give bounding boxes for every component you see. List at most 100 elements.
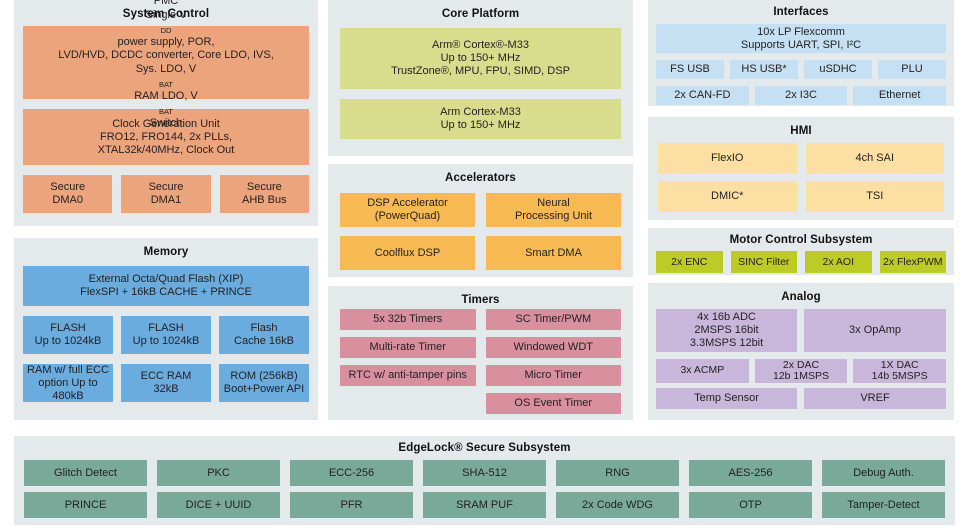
block-fs-usb: FS USB [656,60,724,79]
panel-analog: Analog 4x 16b ADC 2MSPS 16bit 3.3MSPS 12… [648,283,954,420]
block-external-flash: External Octa/Quad Flash (XIP) FlexSPI +… [23,266,309,306]
block-flash-1: FLASH Up to 1024kB [23,316,113,354]
block-2x-aoi: 2x AOI [805,251,872,273]
block-flexio: FlexIO [658,143,797,174]
block-line: 14b 5MSPS [871,370,928,382]
timers-left-column: 5x 32b Timers Multi-rate Timer RTC w/ an… [340,309,476,414]
timers-right-column: SC Timer/PWM Windowed WDT Micro Timer OS… [485,309,621,414]
block-pkc: PKC [157,460,280,486]
block-2x-enc: 2x ENC [656,251,723,273]
block-line: 32kB [153,383,179,395]
block-line: Clock Generation Unit [112,117,220,130]
block-smart-dma: Smart DMA [486,236,621,270]
block-line: (PowerQuad) [374,210,441,222]
block-line: LVD/HVD, DCDC converter, Core LDO, IVS, [58,49,274,61]
block-line: option Up to 480kB [38,376,98,402]
block-1x-dac: 1X DAC 14b 5MSPS [853,359,947,383]
block-2x-dac: 2x DAC 12b 1MSPS [754,359,848,383]
block-line: 2MSPS 16bit [694,324,759,336]
block-flash-2: FLASH Up to 1024kB [121,316,211,354]
block-ram-ecc-option: RAM w/ full ECC option Up to 480kB [23,364,113,402]
block-line: 12b 1MSPS [772,370,830,382]
block-line: ECC RAM [140,370,192,382]
block-clock-generation-unit: Clock Generation Unit FRO12, FRO144, 2x … [23,109,309,165]
panel-title-system-control: System Control [122,8,210,20]
hmi-row-1: FlexIO 4ch SAI [658,143,944,174]
block-line: Boot+Power API [223,383,305,395]
block-temp-sensor: Temp Sensor [656,388,797,409]
block-line: ROM (256kB) [230,370,298,382]
block-hs-usb: HS USB* [730,60,798,79]
block-prince: PRINCE [24,492,147,518]
edgelock-row-2: PRINCE DICE + UUID PFR SRAM PUF 2x Code … [24,492,945,518]
block-4ch-sai: 4ch SAI [805,143,944,174]
block-can-fd: 2x CAN-FD [656,86,749,105]
block-pfr: PFR [290,492,413,518]
block-dmic: DMIC* [658,181,797,212]
block-2x-flexpwm: 2x FlexPWM [879,251,946,273]
hmi-row-2: DMIC* TSI [658,181,944,212]
block-line: FRO12, FRO144, 2x PLLs, [99,130,233,143]
block-line: 10x LP Flexcomm [757,25,845,38]
block-line: Up to 1024kB [34,335,102,347]
block-rng: RNG [556,460,679,486]
block-line: Processing Unit [514,210,593,222]
panel-timers: Timers 5x 32b Timers Multi-rate Timer RT… [328,286,633,420]
block-line: DMA0 [52,194,83,206]
panel-interfaces: Interfaces 10x LP Flexcomm Supports UART… [648,0,954,106]
block-rom: ROM (256kB) Boot+Power API [219,364,309,402]
block-dice-uuid: DICE + UUID [157,492,280,518]
panel-title-core-platform: Core Platform [441,8,520,20]
block-usdhc: uSDHC [804,60,872,79]
block-line: Flash [250,322,278,334]
block-line: PMC [153,0,179,7]
block-ethernet: Ethernet [853,86,947,105]
block-line: AHB Bus [242,194,287,206]
block-line: Arm Cortex-M33 [440,106,521,118]
block-dsp-accelerator-powerquad: DSP Accelerator (PowerQuad) [340,193,475,227]
analog-row-2: 3x ACMP 2x DAC 12b 1MSPS 1X DAC 14b 5MSP… [656,359,947,383]
block-line: Secure [148,181,184,193]
block-cortex-m33-2: Arm Cortex-M33 Up to 150+ MHz [340,99,621,139]
block-multi-rate-timer: Multi-rate Timer [340,337,476,358]
panel-title-analog: Analog [781,291,821,303]
block-glitch-detect: Glitch Detect [24,460,147,486]
panel-title-memory: Memory [143,246,189,258]
panel-edgelock-secure-subsystem: EdgeLock® Secure Subsystem Glitch Detect… [14,436,955,525]
block-windowed-wdt: Windowed WDT [485,337,621,358]
block-opamp: 3x OpAmp [804,309,946,352]
block-line: Up to 150+ MHz [440,119,521,131]
block-plu: PLU [878,60,946,79]
motor-control-row: 2x ENC SINC Filter 2x AOI 2x FlexPWM [656,251,946,273]
block-vref: VREF [804,388,946,409]
block-2x-code-wdg: 2x Code WDG [556,492,679,518]
block-secure-dma1: Secure DMA1 [121,175,211,213]
block-line: DMA1 [150,194,182,206]
block-line: Up to 150+ MHz [440,52,521,64]
block-line: Secure [246,181,282,193]
block-line: RAM w/ full ECC [27,363,109,376]
panel-motor-control: Motor Control Subsystem 2x ENC SINC Filt… [648,228,954,275]
panel-title-motor-control: Motor Control Subsystem [729,234,873,246]
block-flash-cache: Flash Cache 16kB [219,316,309,354]
block-line: 3.3MSPS 12bit [689,337,764,349]
block-ecc-256: ECC-256 [290,460,413,486]
block-line: Up to 1024kB [132,335,200,347]
memory-row-1: FLASH Up to 1024kB FLASH Up to 1024kB Fl… [23,316,309,354]
block-otp: OTP [689,492,812,518]
block-neural-processing-unit: Neural Processing Unit [486,193,621,227]
memory-row-2: RAM w/ full ECC option Up to 480kB ECC R… [23,364,309,402]
panel-accelerators: Accelerators DSP Accelerator (PowerQuad)… [328,164,633,277]
block-line: Arm® Cortex®-M33 [432,39,529,51]
block-ecc-ram: ECC RAM 32kB [121,364,211,402]
block-adc: 4x 16b ADC 2MSPS 16bit 3.3MSPS 12bit [656,309,797,352]
block-line: FLASH [148,322,184,334]
interfaces-row-2: 2x CAN-FD 2x I3C Ethernet [656,86,947,105]
block-coolflux-dsp: Coolflux DSP [340,236,475,270]
block-micro-timer: Micro Timer [485,365,621,386]
block-line: FlexSPI + 16kB CACHE + PRINCE [80,286,252,298]
block-line: Cache 16kB [234,335,294,347]
block-lp-flexcomm: 10x LP Flexcomm Supports UART, SPI, I²C [656,24,946,53]
